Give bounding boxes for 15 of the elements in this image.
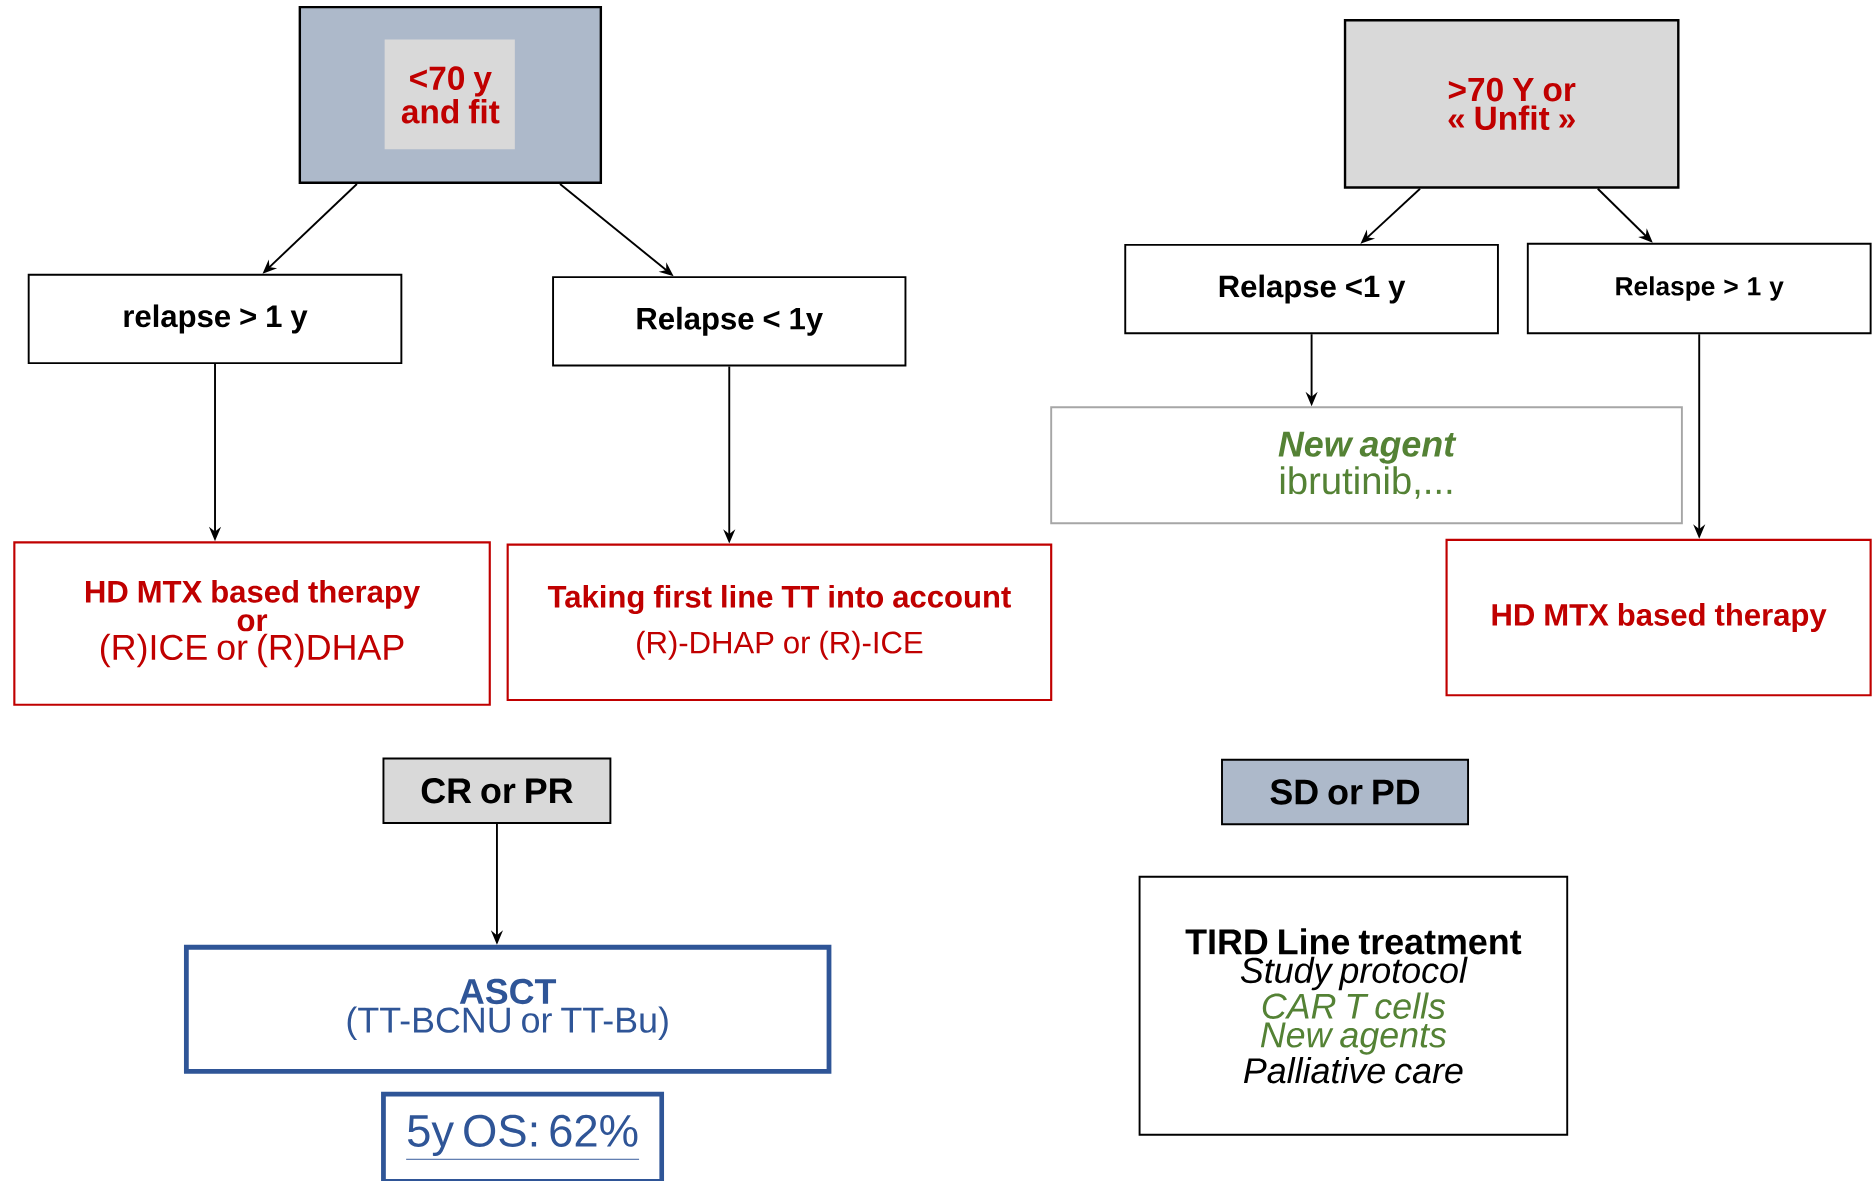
- therapy-box: Taking first line TT into account (R)-DHAP or (R)-ICE: [506, 543, 1053, 701]
- process-box: Relapse <1 y: [1124, 243, 1499, 335]
- agent-box: New agent ibrutinib,...: [1050, 406, 1683, 524]
- response-box: SD or PD: [1221, 758, 1470, 825]
- therapy-box: HD MTX based therapy: [1445, 538, 1872, 697]
- condition-box: <70 y and fit: [298, 5, 603, 184]
- response-box: CR or PR: [382, 757, 612, 824]
- treatment-box: TIRD Line treatment Study protocol CAR T cells New agents Palliative care: [1138, 875, 1569, 1136]
- therapy-box: HD MTX based therapy or (R)ICE or (R)DHAP: [13, 541, 491, 706]
- process-box: Relaspe > 1 y: [1526, 242, 1872, 335]
- transplant-box: ASCT (TT-BCNU or TT-Bu): [183, 944, 832, 1074]
- process-box: Relapse < 1y: [552, 276, 907, 367]
- survival-box: 5y OS: 62%: [381, 1091, 665, 1181]
- condition-box: >70 Y or « Unfit »: [1343, 18, 1680, 189]
- process-box: relapse > 1 y: [27, 273, 403, 364]
